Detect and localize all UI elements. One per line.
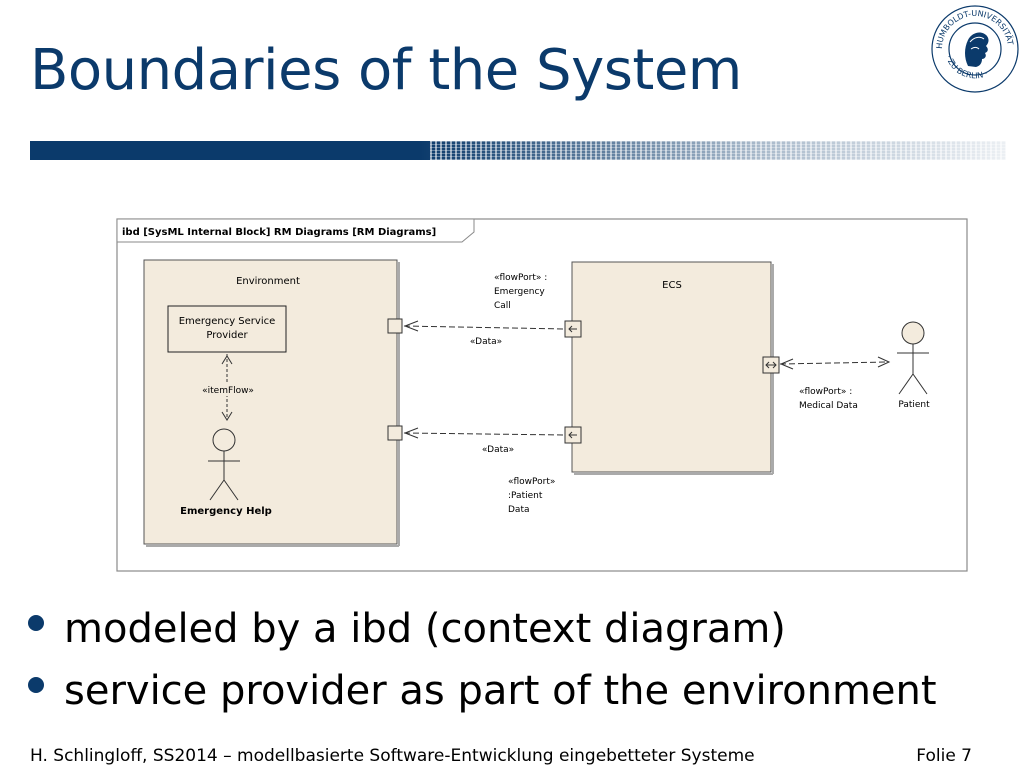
page-title: Boundaries of the System xyxy=(30,38,742,103)
university-seal: HUMBOLDT-UNIVERSITÄT · ZU BERLIN · xyxy=(931,5,1019,93)
environment-label: Environment xyxy=(236,276,300,287)
footer-text: H. Schlingloff, SS2014 – modellbasierte … xyxy=(30,746,755,766)
flow-label-top: «Data» xyxy=(470,337,502,347)
ibd-diagram: ibd [SysML Internal Block] RM Diagrams [… xyxy=(116,218,968,572)
patient-actor xyxy=(897,321,929,395)
bullet-item: service provider as part of the environm… xyxy=(28,660,937,722)
bullet-item: modeled by a ibd (context diagram) xyxy=(28,598,937,660)
service-provider-line1: Emergency Service xyxy=(179,316,276,327)
ecs-label: ECS xyxy=(662,280,682,291)
service-provider-line2: Provider xyxy=(206,330,248,341)
port-label-patient-data-1: «flowPort» xyxy=(508,477,555,487)
bullet-text: service provider as part of the environm… xyxy=(64,668,937,714)
slide-number: Folie 7 xyxy=(916,746,972,766)
item-flow-label: «itemFlow» xyxy=(202,386,254,396)
bullet-dot-icon xyxy=(28,615,44,631)
ecs-port-emergency-call xyxy=(564,320,582,338)
flow-label-bottom: «Data» xyxy=(482,445,514,455)
frame-label: ibd [SysML Internal Block] RM Diagrams [… xyxy=(122,227,436,238)
ecs-port-patient-data xyxy=(564,426,582,444)
port-label-emergency-call-1: «flowPort» : xyxy=(494,273,547,283)
emergency-help-actor xyxy=(208,428,240,501)
patient-label: Patient xyxy=(898,400,930,410)
ecs-port-medical-data xyxy=(762,356,780,374)
port-label-patient-data-2: :Patient xyxy=(508,491,543,501)
port-label-patient-data-3: Data xyxy=(508,505,530,515)
port-label-emergency-call-2: Emergency xyxy=(494,287,545,297)
port-label-medical-data-2: Medical Data xyxy=(799,401,858,411)
port-label-emergency-call-3: Call xyxy=(494,301,511,311)
emergency-help-label: Emergency Help xyxy=(180,506,272,517)
port-label-medical-data-1: «flowPort» : xyxy=(799,387,852,397)
bullet-dot-icon xyxy=(28,677,44,693)
bullet-text: modeled by a ibd (context diagram) xyxy=(64,606,786,652)
bullet-list: modeled by a ibd (context diagram) servi… xyxy=(28,598,937,722)
title-divider-texture xyxy=(430,141,1006,160)
